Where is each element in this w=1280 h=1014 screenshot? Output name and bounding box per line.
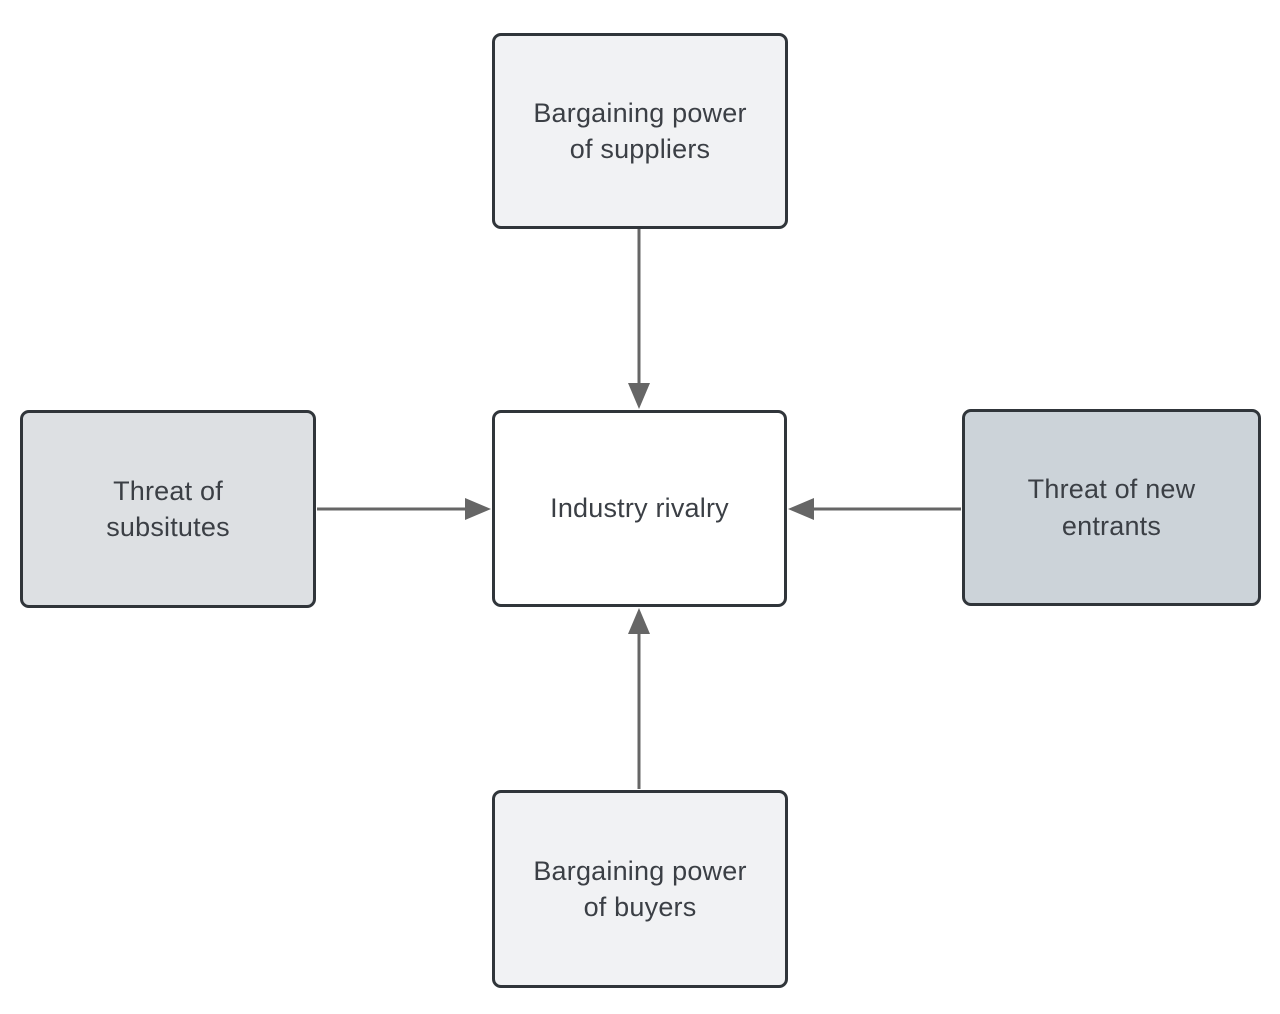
arrow-head-up-icon xyxy=(628,608,650,634)
node-label-line: Threat of new xyxy=(1027,474,1196,505)
node-label-line: of suppliers xyxy=(569,134,711,164)
node-label-line: Industry rivalry xyxy=(550,493,729,524)
node-bargaining-power-of-buyers: Bargaining power of buyers xyxy=(492,790,788,988)
arrow-buyers-to-rivalry xyxy=(628,608,650,789)
node-label: Industry rivalry xyxy=(550,490,729,526)
arrow-head-down-icon xyxy=(628,383,650,409)
node-label-line: entrants xyxy=(1061,510,1162,541)
node-label: Bargaining power of buyers xyxy=(533,853,746,926)
node-threat-of-new-entrants: Threat of new entrants xyxy=(962,409,1261,606)
node-label-line: Threat of xyxy=(113,475,223,506)
node-label-line: of buyers xyxy=(583,892,697,922)
node-label: Threat of new entrants xyxy=(1028,471,1196,544)
node-label-line: Bargaining power xyxy=(533,97,747,128)
arrow-head-right-icon xyxy=(465,498,491,520)
arrow-suppliers-to-rivalry xyxy=(628,229,650,409)
node-industry-rivalry: Industry rivalry xyxy=(492,410,787,607)
node-threat-of-substitutes: Threat of subsitutes xyxy=(20,410,316,608)
node-label-line: subsitutes xyxy=(106,512,230,542)
node-bargaining-power-of-suppliers: Bargaining power of suppliers xyxy=(492,33,788,229)
arrow-head-left-icon xyxy=(788,498,814,520)
arrow-new-entrants-to-rivalry xyxy=(788,498,961,520)
arrow-substitutes-to-rivalry xyxy=(317,498,491,520)
node-label: Bargaining power of suppliers xyxy=(533,95,746,168)
node-label-line: Bargaining power xyxy=(533,855,747,886)
node-label: Threat of subsitutes xyxy=(106,473,230,546)
